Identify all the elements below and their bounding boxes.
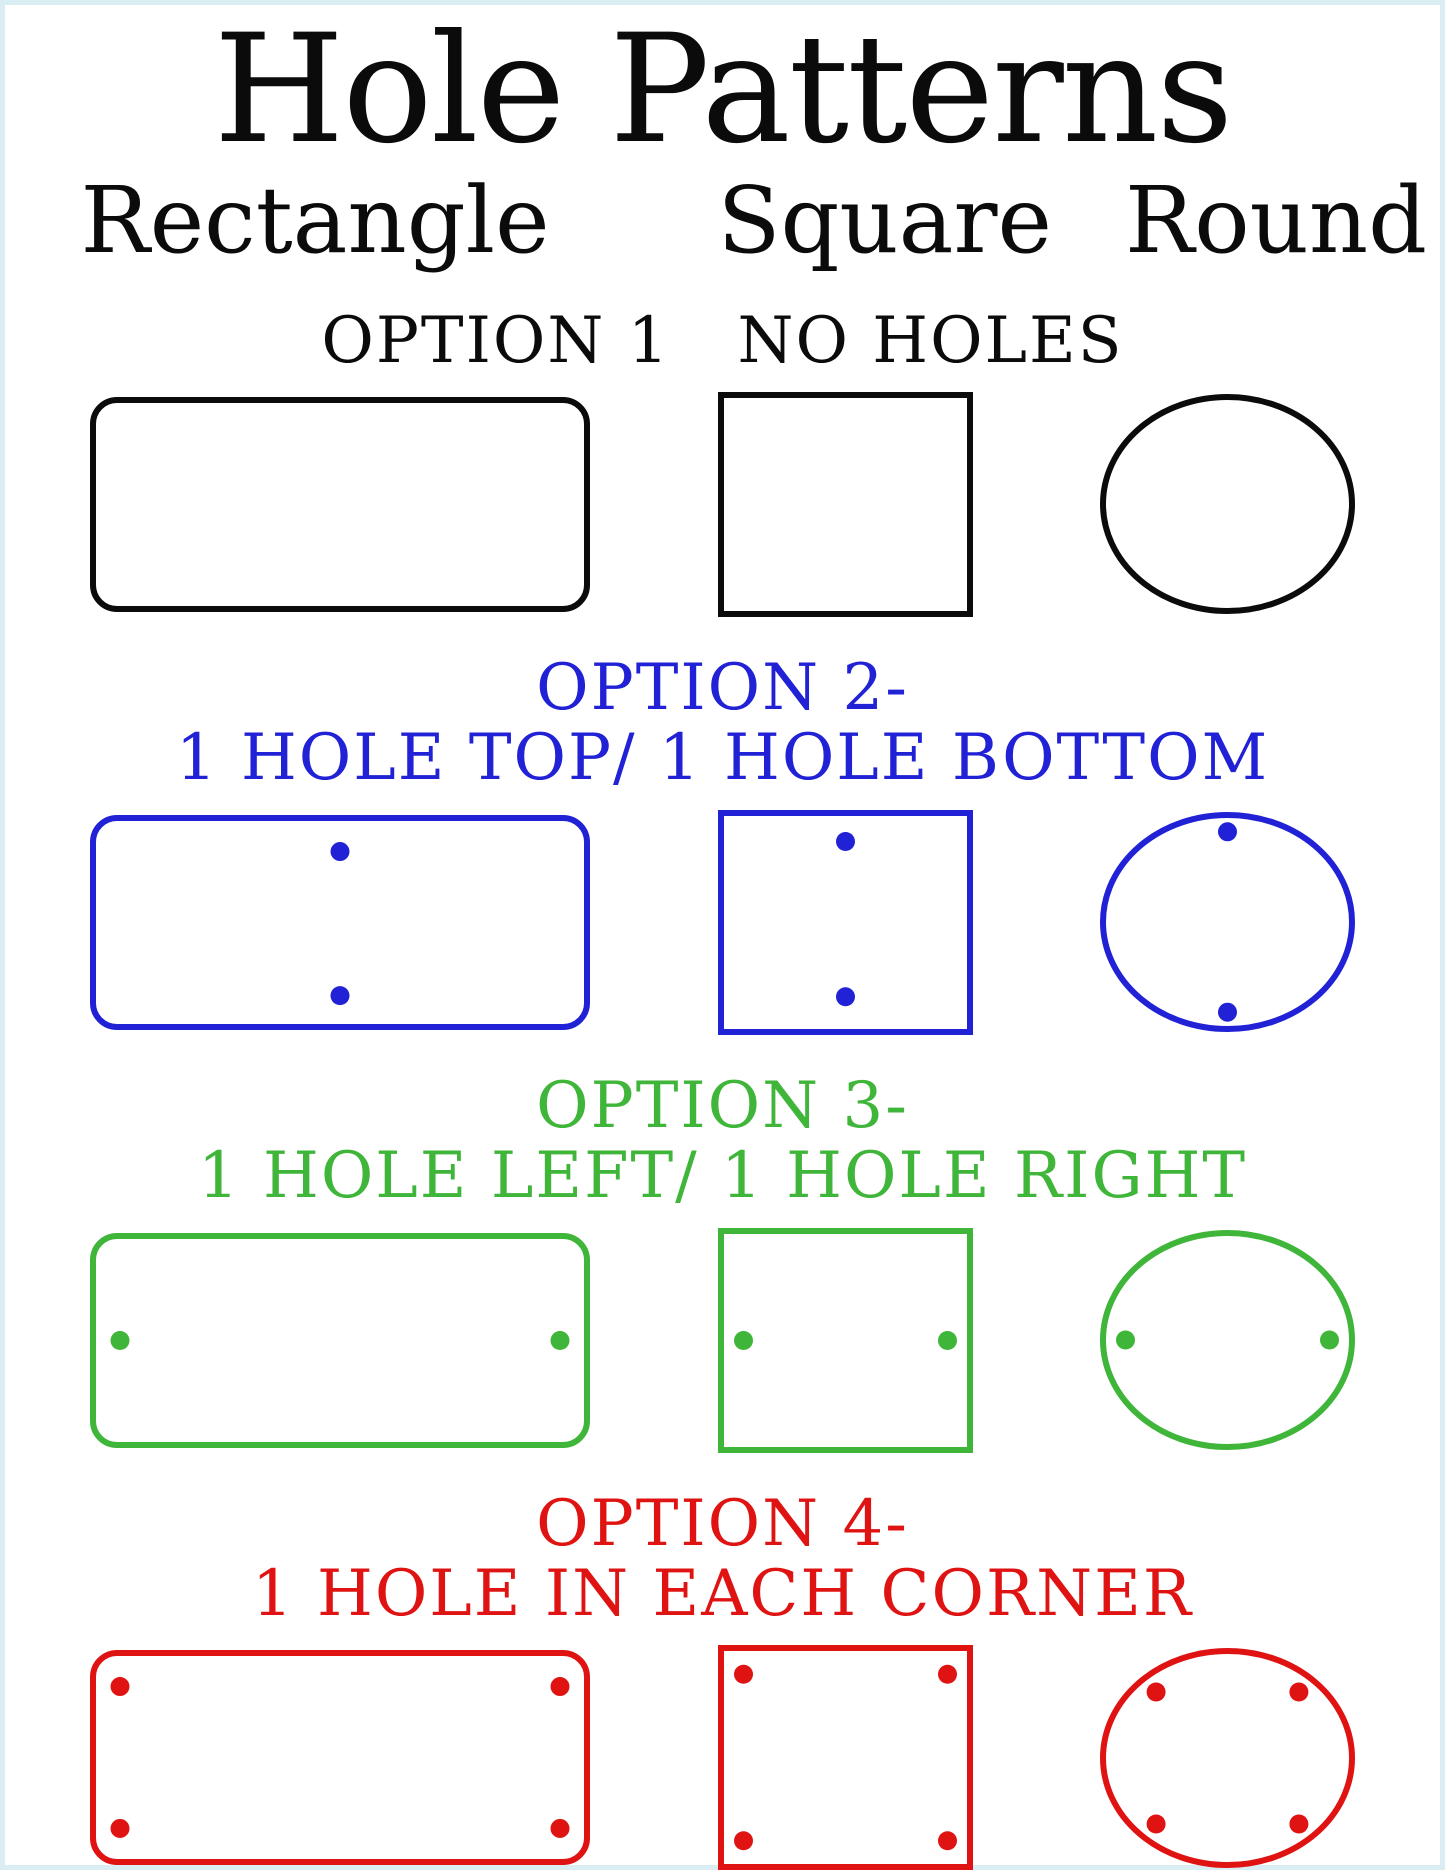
square-outline	[717, 809, 973, 1035]
option-3-subheading: 1 HOLE LEFT/ 1 HOLE RIGHT	[197, 1139, 1248, 1214]
hole-dot	[1218, 822, 1237, 842]
hole-dot	[110, 1330, 130, 1350]
round-outline	[1100, 394, 1355, 615]
page-title: Hole Patterns	[213, 3, 1234, 177]
option-4-rectangle-shape	[90, 1650, 590, 1866]
hole-dot	[733, 1831, 753, 1851]
rectangle-shape-svg	[90, 814, 590, 1030]
option-3-heading: OPTION 3-	[536, 1068, 909, 1143]
option-1-section: OPTION 1 NO HOLES	[5, 303, 1440, 617]
option-1-square-shape	[717, 391, 973, 617]
option-3-rectangle-shape	[90, 1232, 590, 1448]
option-2-square-shape	[717, 809, 973, 1035]
hole-dot	[937, 1330, 957, 1350]
hole-dot	[550, 1330, 570, 1350]
option-3-square-shape	[717, 1227, 973, 1453]
column-label-round: Round	[1125, 167, 1428, 274]
rectangle-shape-svg	[90, 396, 590, 612]
option-1-rectangle-shape	[90, 396, 590, 612]
square-outline	[717, 391, 973, 617]
hole-dot	[550, 1677, 570, 1697]
hole-dot	[330, 841, 350, 861]
round-outline	[1100, 812, 1355, 1033]
hole-dot	[1116, 1330, 1135, 1350]
round-outline	[1100, 1230, 1355, 1451]
rectangle-outline	[90, 1232, 590, 1448]
option-1-shape-row	[5, 391, 1440, 617]
option-2-round-shape	[1100, 812, 1355, 1033]
option-1-heading: OPTION 1 NO HOLES	[321, 303, 1124, 378]
option-2-shape-row	[5, 809, 1440, 1035]
hole-dot	[110, 1819, 130, 1839]
column-label-square: Square	[717, 167, 1052, 274]
hole-dot	[110, 1677, 130, 1697]
square-shape-svg	[717, 1227, 973, 1453]
rectangle-shape-svg	[90, 1650, 590, 1866]
square-outline	[717, 1645, 973, 1870]
hole-dot	[1320, 1330, 1339, 1350]
hole-dot	[1218, 1002, 1237, 1022]
option-4-round-shape	[1100, 1647, 1355, 1868]
hole-dot	[733, 1330, 753, 1350]
rectangle-outline	[90, 814, 590, 1030]
hole-dot	[330, 985, 350, 1005]
hole-dot	[835, 987, 855, 1007]
hole-dot	[1289, 1682, 1309, 1702]
option-3-round-shape	[1100, 1230, 1355, 1451]
round-shape-svg	[1100, 1647, 1355, 1868]
option-4-subheading: 1 HOLE IN EACH CORNER	[251, 1556, 1194, 1631]
rectangle-shape-svg	[90, 1232, 590, 1448]
square-shape-svg	[717, 809, 973, 1035]
round-shape-svg	[1100, 812, 1355, 1033]
hole-dot	[835, 831, 855, 851]
option-1-round-shape	[1100, 394, 1355, 615]
option-2-rectangle-shape	[90, 814, 590, 1030]
option-2-section: OPTION 2- 1 HOLE TOP/ 1 HOLE BOTTOM	[5, 653, 1440, 1035]
option-4-shape-row	[5, 1645, 1440, 1870]
option-3-section: OPTION 3- 1 HOLE LEFT/ 1 HOLE RIGHT	[5, 1068, 1440, 1453]
square-shape-svg	[717, 391, 973, 617]
hole-dot	[550, 1819, 570, 1839]
hole-dot	[1146, 1814, 1166, 1834]
square-shape-svg	[717, 1645, 973, 1870]
round-outline	[1100, 1647, 1355, 1868]
rectangle-outline	[90, 396, 590, 612]
column-label-rectangle: Rectangle	[80, 167, 550, 274]
column-headers: Rectangle Square Round	[5, 167, 1440, 274]
square-outline	[717, 1227, 973, 1453]
hole-dot	[1289, 1814, 1309, 1834]
hole-dot	[937, 1831, 957, 1851]
hole-dot	[1146, 1682, 1166, 1702]
option-4-square-shape	[717, 1645, 973, 1870]
round-shape-svg	[1100, 1230, 1355, 1451]
option-4-heading: OPTION 4-	[536, 1486, 909, 1561]
option-3-shape-row	[5, 1227, 1440, 1453]
round-shape-svg	[1100, 394, 1355, 615]
option-2-subheading: 1 HOLE TOP/ 1 HOLE BOTTOM	[175, 721, 1270, 796]
hole-dot	[937, 1665, 957, 1685]
hole-dot	[733, 1665, 753, 1685]
option-2-heading: OPTION 2-	[536, 650, 909, 725]
rectangle-outline	[90, 1650, 590, 1866]
option-4-section: OPTION 4- 1 HOLE IN EACH CORNER	[5, 1486, 1440, 1870]
